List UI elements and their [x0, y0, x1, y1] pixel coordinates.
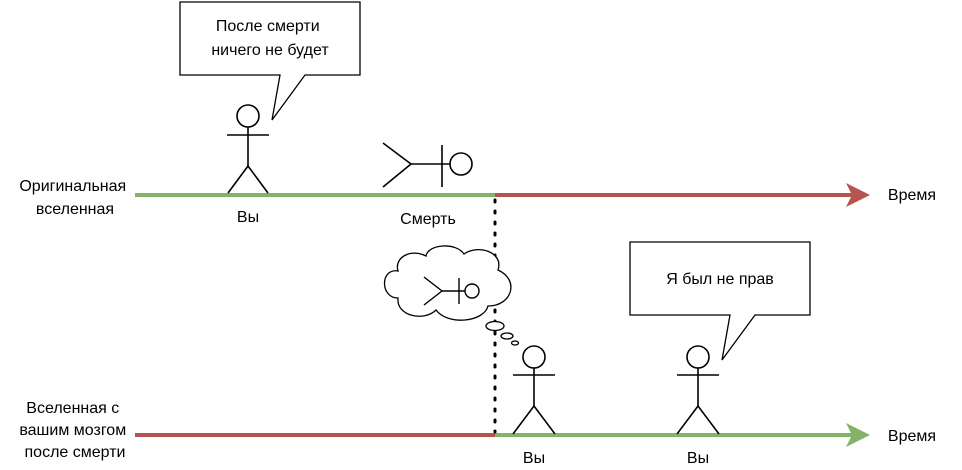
- original-universe-label: Оригинальная вселенная: [19, 178, 130, 218]
- stick-figure-dead: [382, 142, 473, 188]
- speech-text-top: После смерти ничего не будет: [211, 18, 329, 59]
- death-label: Смерть: [400, 211, 456, 228]
- speech-text-bottom: Я был не прав: [666, 271, 774, 288]
- thought-cloud: [384, 245, 520, 346]
- speech-bubble-top: [179, 1, 361, 121]
- time-label-bottom: Время: [888, 428, 936, 445]
- stick-figure-you-bottom-2: [676, 345, 720, 435]
- brain-universe-label: Вселенная с вашим мозгом после смерти: [19, 400, 130, 461]
- you-label-top: Вы: [237, 209, 259, 226]
- speech-bubble-bottom: [629, 241, 811, 361]
- stick-figure-dead-in-thought: [423, 276, 480, 306]
- stick-figure-you-top: [227, 104, 269, 194]
- you-label-bottom-1: Вы: [523, 450, 545, 467]
- you-label-bottom-2: Вы: [687, 450, 709, 467]
- stick-figure-you-bottom-1: [512, 345, 556, 435]
- time-label-top: Время: [888, 187, 936, 204]
